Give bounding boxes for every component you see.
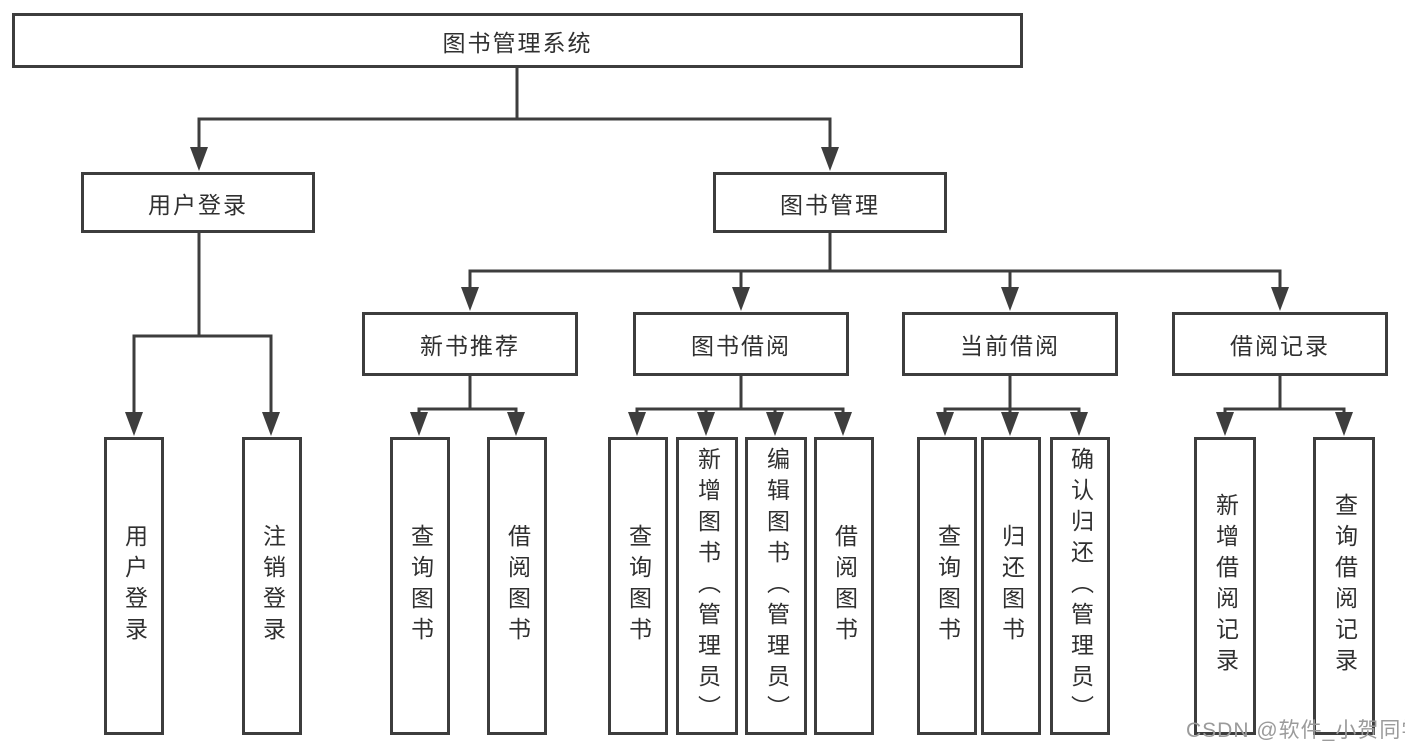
node-library-management-system: 图书管理系统: [12, 13, 1023, 68]
leaf-add-borrow-record: 新增借阅记录: [1194, 437, 1256, 735]
arrowheads: [125, 147, 1353, 436]
edge-current-split: [943, 376, 1081, 416]
leaf-logout: 注销登录: [242, 437, 302, 735]
leaf-borrow-books-recommend: 借阅图书: [487, 437, 547, 735]
leaf-add-books-admin: 新增图书（管理员）: [676, 437, 738, 735]
node-new-book-recommend: 新书推荐: [362, 312, 578, 376]
leaf-borrow-books: 借阅图书: [814, 437, 874, 735]
leaf-confirm-return-admin: 确认归还（管理员）: [1050, 437, 1110, 735]
node-borrowing-records: 借阅记录: [1172, 312, 1388, 376]
leaf-query-books-borrowing: 查询图书: [608, 437, 668, 735]
leaf-query-borrow-record: 查询借阅记录: [1313, 437, 1375, 735]
edge-rec-split: [417, 376, 518, 416]
csdn-watermark: CSDN @软件_小贺同学: [1186, 719, 1405, 742]
edge-root-split: [197, 68, 832, 150]
leaf-edit-books-admin: 编辑图书（管理员）: [745, 437, 807, 735]
leaf-query-books-current: 查询图书: [917, 437, 977, 735]
edge-login-split: [132, 233, 273, 414]
node-current-borrowing: 当前借阅: [902, 312, 1118, 376]
leaf-return-books: 归还图书: [981, 437, 1041, 735]
node-user-login: 用户登录: [81, 172, 315, 233]
leaf-user-login: 用户登录: [104, 437, 164, 735]
edge-mgmt-split: [468, 233, 1282, 292]
edge-records-split: [1223, 376, 1346, 416]
edge-borrow-split: [635, 376, 845, 416]
leaf-query-books-recommend: 查询图书: [390, 437, 450, 735]
node-book-borrowing: 图书借阅: [633, 312, 849, 376]
node-book-management: 图书管理: [713, 172, 947, 233]
